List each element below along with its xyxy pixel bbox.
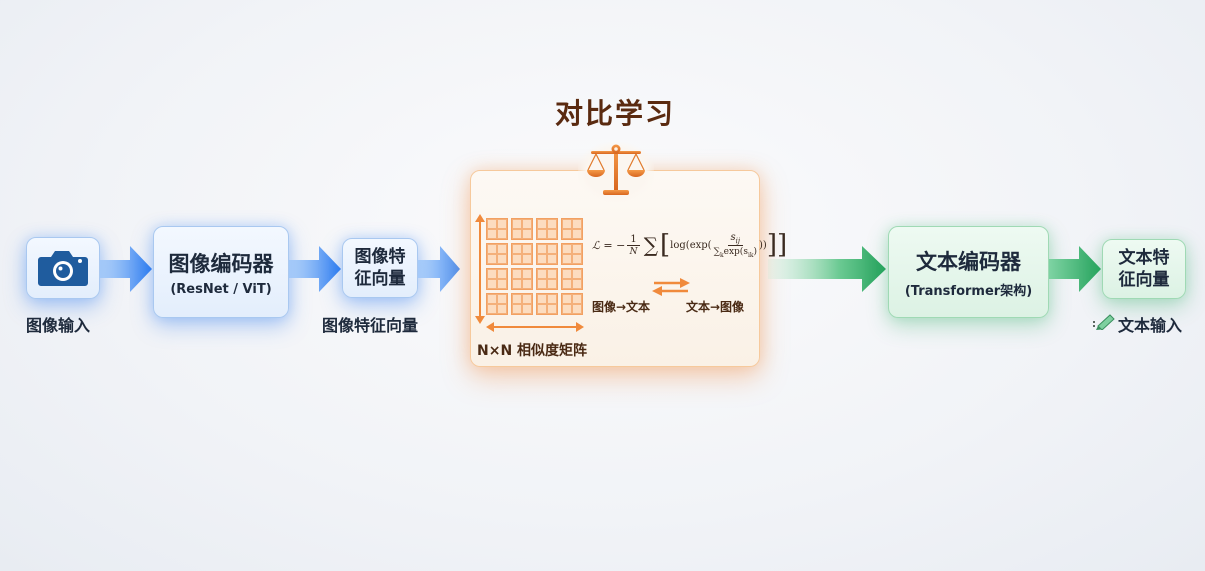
image-encoder-node: 图像编码器 (ResNet / ViT) <box>153 226 289 318</box>
formula-fraction: 1 N <box>627 234 640 257</box>
arrow-right-icon <box>1049 246 1101 292</box>
image-feature-node: 图像特 征向量 <box>342 238 418 298</box>
text-feature-line2: 征向量 <box>1118 270 1170 290</box>
text-input-label: 文本输入 <box>1118 316 1183 335</box>
formula-log-exp: log(exp( <box>670 239 712 251</box>
text-encoder-node: 文本编码器 (Transformer架构) <box>888 226 1049 318</box>
matrix-cell <box>511 268 533 290</box>
diagram-title: 对比学习 <box>555 97 676 130</box>
matrix-cell <box>536 218 558 240</box>
image-feature-line1: 图像特 <box>354 247 406 267</box>
formula-close: )) <box>759 239 767 251</box>
direction-image-to-text: 图像→文本 <box>592 300 651 314</box>
arrow-right-icon <box>100 246 152 292</box>
text-feature-node: 文本特 征向量 <box>1102 239 1186 299</box>
text-encoder-title: 文本编码器 <box>916 249 1021 274</box>
matrix-row-axis-icon <box>475 214 485 324</box>
matrix-cell <box>561 293 583 315</box>
arrow-right-icon <box>768 246 886 292</box>
formula-lhs: ℒ = − <box>592 238 626 252</box>
image-encoder-subtitle: (ResNet / ViT) <box>170 281 272 297</box>
arrow-right-icon <box>289 246 341 292</box>
matrix-cell <box>511 293 533 315</box>
text-encoder-subtitle: (Transformer架构) <box>904 283 1033 299</box>
pencil-icon <box>1093 314 1115 330</box>
direction-text-to-image: 文本→图像 <box>686 300 745 314</box>
image-feature-label: 图像特征向量 <box>322 316 419 335</box>
camera-icon <box>38 251 88 286</box>
contrastive-loss-formula: ℒ = − 1 N ∑ [ log(exp( sij ∑kexp(sik) ))… <box>592 230 788 261</box>
formula-sum: ∑ <box>643 233 659 258</box>
matrix-cell <box>536 268 558 290</box>
matrix-cell <box>511 243 533 265</box>
formula-inner-fraction: sij ∑kexp(sik) <box>713 232 758 259</box>
image-input-node <box>26 237 100 299</box>
matrix-label: N×N 相似度矩阵 <box>477 343 588 359</box>
balance-scale-icon <box>587 144 645 195</box>
matrix-cell <box>561 218 583 240</box>
matrix-cell <box>561 243 583 265</box>
matrix-cell <box>486 293 508 315</box>
bidirectional-arrows-icon <box>652 278 690 296</box>
matrix-cell <box>486 218 508 240</box>
matrix-cell <box>511 218 533 240</box>
image-encoder-title: 图像编码器 <box>168 251 274 276</box>
matrix-cell <box>536 293 558 315</box>
matrix-cell <box>486 243 508 265</box>
text-feature-line1: 文本特 <box>1118 248 1170 268</box>
matrix-cell <box>486 268 508 290</box>
matrix-cell <box>536 243 558 265</box>
arrow-right-icon <box>418 246 460 292</box>
matrix-column-axis-icon <box>486 322 584 332</box>
similarity-matrix <box>486 218 583 315</box>
image-input-label: 图像输入 <box>26 316 91 335</box>
image-feature-line2: 征向量 <box>354 269 406 289</box>
matrix-cell <box>561 268 583 290</box>
